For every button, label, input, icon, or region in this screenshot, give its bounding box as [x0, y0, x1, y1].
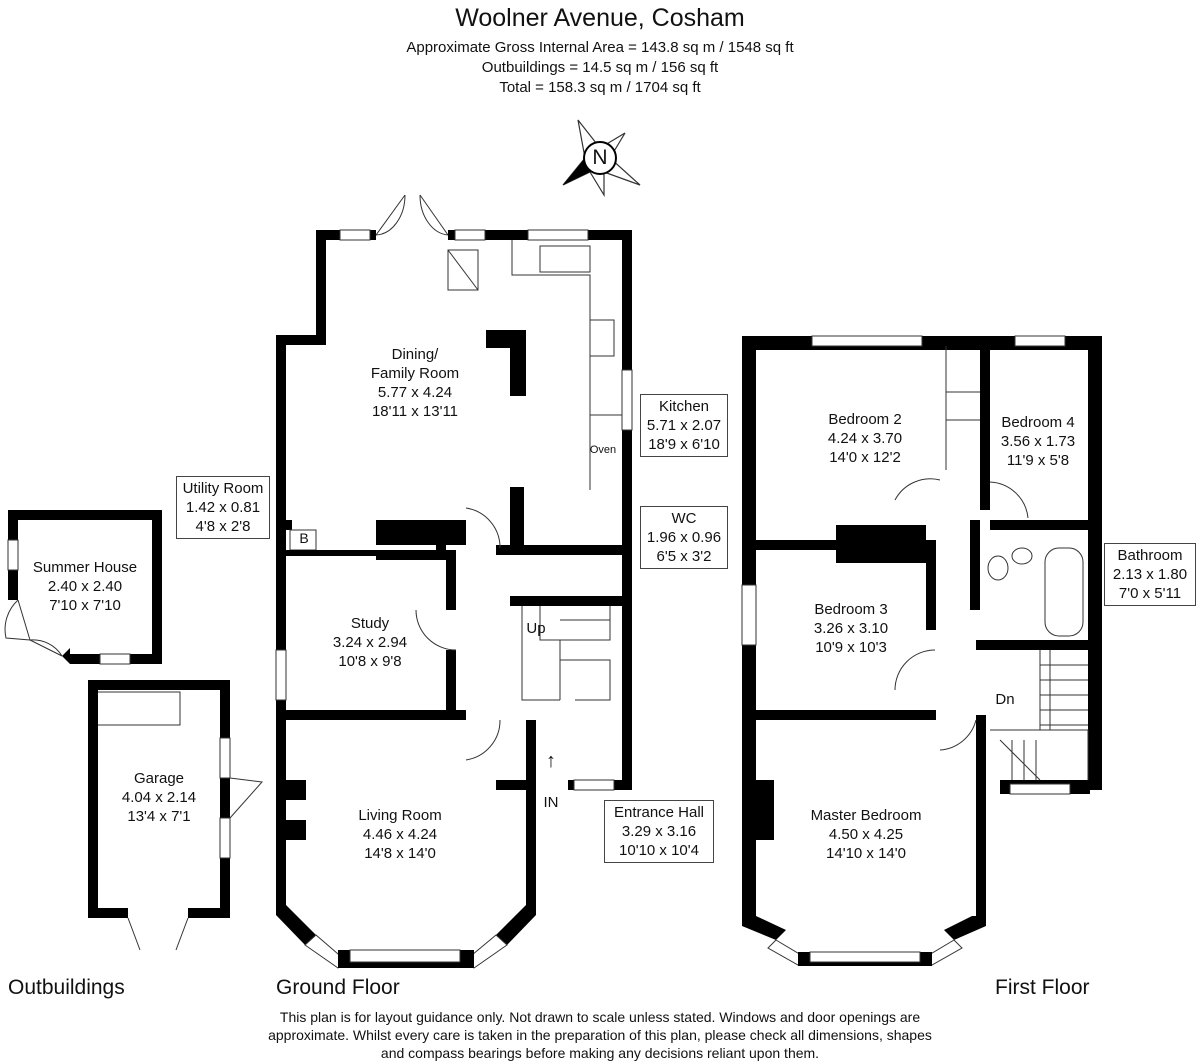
- garage-imperial: 13'4 x 7'1: [127, 808, 191, 825]
- ground-floor-walls: [275, 194, 633, 969]
- summer-house-name: Summer House: [32, 559, 138, 576]
- summer-house-imperial: 7'10 x 7'10: [49, 597, 121, 614]
- dining-room-name-1: Dining/: [391, 346, 439, 363]
- kitchen-metric: 5.71 x 2.07: [646, 417, 722, 434]
- entrance-in-label: IN: [543, 794, 559, 811]
- living-room-name: Living Room: [358, 807, 442, 824]
- bedroom-3-label: Bedroom 3 3.26 x 3.10 10'9 x 10'3: [786, 600, 916, 657]
- compass-label: N: [592, 146, 608, 169]
- ground-floor-label: Ground Floor: [276, 976, 400, 999]
- bedroom-2-imperial: 14'0 x 12'2: [829, 449, 901, 466]
- bedroom-2-label: Bedroom 2 4.24 x 3.70 14'0 x 12'2: [800, 410, 930, 467]
- master-bedroom-metric: 4.50 x 4.25: [828, 826, 904, 843]
- outbuildings-floor-label: Outbuildings: [8, 976, 125, 999]
- summer-house-metric: 2.40 x 2.40: [47, 578, 123, 595]
- bedroom-4-metric: 3.56 x 1.73: [1000, 433, 1076, 450]
- dining-room-imperial: 18'11 x 13'11: [371, 403, 459, 420]
- wc-metric: 1.96 x 0.96: [646, 529, 722, 546]
- study-imperial: 10'8 x 9'8: [338, 653, 402, 670]
- wc-name: WC: [671, 510, 697, 527]
- wc-imperial: 6'5 x 3'2: [656, 548, 712, 565]
- garage-label: Garage 4.04 x 2.14 13'4 x 7'1: [104, 769, 214, 826]
- stairs-up-label: Up: [526, 620, 546, 637]
- bedroom-2-name: Bedroom 2: [828, 411, 902, 428]
- dining-room-metric: 5.77 x 4.24: [377, 384, 453, 401]
- master-bedroom-name: Master Bedroom: [810, 807, 922, 824]
- entrance-hall-imperial: 10'10 x 10'4: [619, 842, 699, 859]
- summer-house-label: Summer House 2.40 x 2.40 7'10 x 7'10: [20, 558, 150, 615]
- study-label: Study 3.24 x 2.94 10'8 x 9'8: [300, 614, 440, 671]
- garage-name: Garage: [133, 770, 185, 787]
- entrance-hall-name: Entrance Hall: [613, 804, 705, 821]
- bedroom-4-imperial: 11'9 x 5'8: [1006, 452, 1070, 469]
- wc-label: WC 1.96 x 0.96 6'5 x 3'2: [640, 506, 728, 569]
- utility-room-imperial: 4'8 x 2'8: [195, 518, 251, 535]
- summer-house-walls: [4, 510, 162, 665]
- bedroom-3-name: Bedroom 3: [814, 601, 888, 618]
- gross-internal-area: Approximate Gross Internal Area = 143.8 …: [406, 39, 794, 56]
- kitchen-name: Kitchen: [658, 398, 710, 415]
- disclaimer-text: This plan is for layout guidance only. N…: [0, 1008, 1200, 1062]
- bathroom-metric: 2.13 x 1.80: [1112, 566, 1188, 583]
- entrance-arrow-icon: ↑: [546, 750, 556, 772]
- bedroom-4-name: Bedroom 4: [1001, 414, 1075, 431]
- study-metric: 3.24 x 2.94: [332, 634, 408, 651]
- dining-room-name-2: Family Room: [370, 365, 460, 382]
- garage-metric: 4.04 x 2.14: [121, 789, 197, 806]
- bedroom-3-metric: 3.26 x 3.10: [813, 620, 889, 637]
- master-bedroom-label: Master Bedroom 4.50 x 4.25 14'10 x 14'0: [786, 806, 946, 863]
- outbuildings-area: Outbuildings = 14.5 sq m / 156 sq ft: [481, 59, 719, 76]
- total-area: Total = 158.3 sq m / 1704 sq ft: [499, 79, 701, 96]
- master-bedroom-imperial: 14'10 x 14'0: [826, 845, 906, 862]
- bedroom-4-label: Bedroom 4 3.56 x 1.73 11'9 x 5'8: [990, 413, 1086, 470]
- living-room-label: Living Room 4.46 x 4.24 14'8 x 14'0: [330, 806, 470, 863]
- study-name: Study: [350, 615, 390, 632]
- disclaimer-body: This plan is for layout guidance only. N…: [268, 1009, 932, 1061]
- living-room-imperial: 14'8 x 14'0: [364, 845, 436, 862]
- living-room-metric: 4.46 x 4.24: [362, 826, 438, 843]
- entrance-hall-label: Entrance Hall 3.29 x 3.16 10'10 x 10'4: [604, 800, 714, 863]
- first-floor-label: First Floor: [995, 976, 1090, 999]
- bedroom-2-metric: 4.24 x 3.70: [827, 430, 903, 447]
- dining-room-label: Dining/ Family Room 5.77 x 4.24 18'11 x …: [340, 345, 490, 421]
- bathroom-label: Bathroom 2.13 x 1.80 7'0 x 5'11: [1104, 543, 1196, 606]
- plan-title: Woolner Avenue, Cosham: [455, 4, 745, 32]
- utility-room-name: Utility Room: [182, 480, 264, 497]
- bathroom-name: Bathroom: [1117, 547, 1183, 564]
- kitchen-imperial: 18'9 x 6'10: [648, 436, 720, 453]
- boiler-label: B: [299, 530, 309, 546]
- oven-label: Oven: [589, 444, 617, 456]
- utility-room-label: Utility Room 1.42 x 0.81 4'8 x 2'8: [176, 476, 270, 539]
- first-floor-walls: [741, 335, 1102, 966]
- stairs-down-label: Dn: [995, 691, 1015, 708]
- garage-walls: [88, 680, 264, 951]
- entrance-hall-metric: 3.29 x 3.16: [621, 823, 697, 840]
- compass-icon: [562, 119, 641, 198]
- bedroom-3-imperial: 10'9 x 10'3: [815, 639, 887, 656]
- utility-room-metric: 1.42 x 0.81: [185, 499, 261, 516]
- bathroom-imperial: 7'0 x 5'11: [1118, 585, 1182, 602]
- kitchen-label: Kitchen 5.71 x 2.07 18'9 x 6'10: [640, 394, 728, 457]
